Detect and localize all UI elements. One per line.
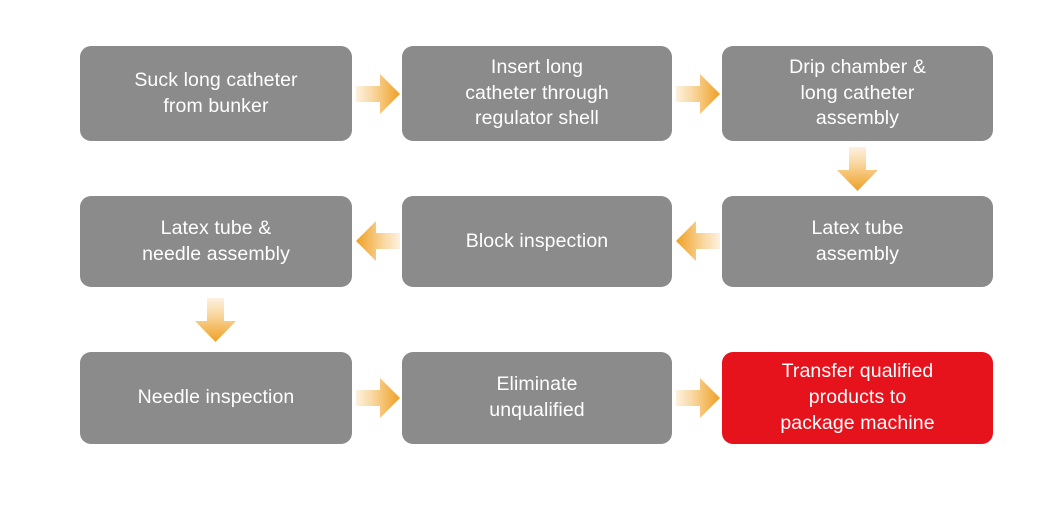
- process-node-latex-tube-assembly[interactable]: Latex tube assembly: [722, 196, 993, 287]
- arrow-left-icon: [356, 218, 400, 264]
- arrow-down-icon: [192, 298, 239, 342]
- arrow-right-icon: [356, 71, 400, 117]
- arrow-right-icon: [676, 375, 720, 421]
- process-node-eliminate-unqualified[interactable]: Eliminate unqualified: [402, 352, 672, 444]
- terminal-node-transfer-qualified-products[interactable]: Transfer qualified products to package m…: [722, 352, 993, 444]
- arrow-left-icon: [676, 218, 720, 264]
- process-node-block-inspection[interactable]: Block inspection: [402, 196, 672, 287]
- arrow-right-icon: [356, 375, 400, 421]
- process-node-suck-long-catheter[interactable]: Suck long catheter from bunker: [80, 46, 352, 141]
- arrow-right-icon: [676, 71, 720, 117]
- process-node-drip-chamber-assembly[interactable]: Drip chamber & long catheter assembly: [722, 46, 993, 141]
- arrow-down-icon: [834, 147, 881, 191]
- process-node-needle-inspection[interactable]: Needle inspection: [80, 352, 352, 444]
- process-node-insert-long-catheter[interactable]: Insert long catheter through regulator s…: [402, 46, 672, 141]
- process-node-latex-tube-needle-assembly[interactable]: Latex tube & needle assembly: [80, 196, 352, 287]
